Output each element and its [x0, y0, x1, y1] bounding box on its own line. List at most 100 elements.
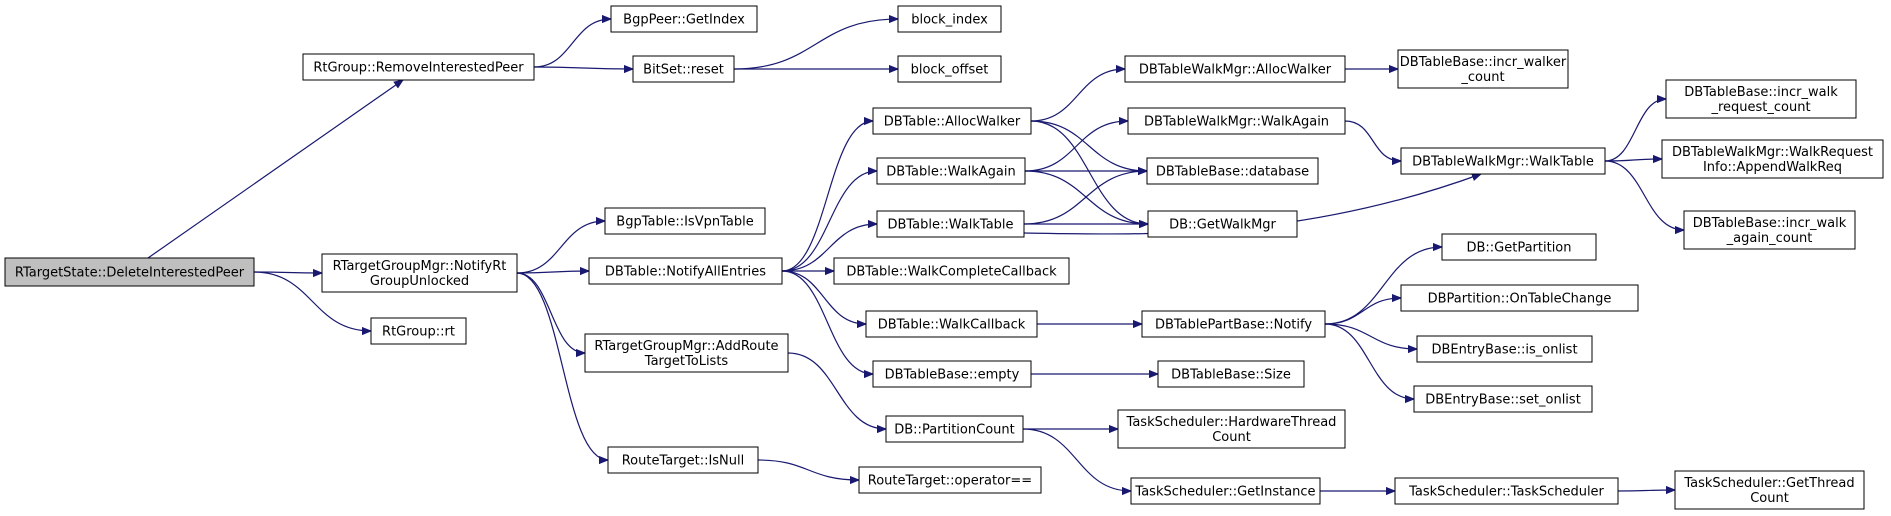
node-label: RTargetGroupMgr::AddRoute — [594, 339, 778, 354]
node-label: TaskScheduler::GetThread — [1683, 476, 1854, 491]
function-node[interactable]: DBTableBase::empty — [872, 360, 1032, 388]
node-box — [885, 415, 1024, 443]
node-label: DBTable::WalkTable — [887, 218, 1013, 233]
function-node[interactable]: block_offset — [897, 55, 1002, 83]
function-node[interactable]: DBTableBase::incr_walker_count — [1397, 49, 1569, 89]
call-edge — [533, 67, 633, 69]
node-box — [1683, 210, 1856, 250]
node-box — [1413, 385, 1593, 413]
function-node[interactable]: DBTable::AllocWalker — [872, 107, 1032, 135]
node-label: DBTableWalkMgr::WalkAgain — [1144, 115, 1329, 130]
node-label: GroupUnlocked — [370, 274, 469, 289]
node-label: DB::GetWalkMgr — [1169, 218, 1276, 233]
node-label: TaskScheduler::TaskScheduler — [1408, 485, 1604, 500]
node-box — [321, 253, 518, 293]
function-node[interactable]: block_index — [897, 5, 1002, 33]
node-box — [876, 157, 1026, 185]
function-node[interactable]: BgpTable::IsVpnTable — [604, 207, 766, 235]
call-edge — [1022, 428, 1131, 491]
node-box — [1157, 360, 1305, 388]
call-edge — [253, 271, 371, 331]
function-node[interactable]: DBTablePartBase::Notify — [1141, 310, 1326, 338]
node-label: BitSet::reset — [643, 63, 724, 78]
call-edge — [1344, 120, 1401, 161]
function-node[interactable]: DBTableWalkMgr::AllocWalker — [1124, 55, 1346, 83]
node-box — [1441, 233, 1597, 261]
node-box — [607, 446, 759, 474]
function-node[interactable]: DB::PartitionCount — [885, 415, 1024, 443]
function-node[interactable]: BitSet::reset — [632, 55, 735, 83]
node-box — [1665, 79, 1857, 119]
node-box — [4, 257, 255, 287]
node-label: RTargetState::DeleteInterestedPeer — [15, 266, 245, 281]
call-edge — [1324, 247, 1442, 325]
node-box — [370, 317, 467, 345]
call-edge — [1604, 99, 1667, 162]
function-node[interactable]: DBPartition::OnTableChange — [1400, 284, 1639, 312]
call-edge — [1604, 159, 1662, 161]
call-edge — [1324, 323, 1417, 349]
node-label: DBTable::WalkCallback — [878, 318, 1026, 333]
call-edge — [1024, 170, 1148, 224]
call-edge — [781, 270, 873, 374]
function-node[interactable]: TaskScheduler::TaskScheduler — [1394, 477, 1619, 505]
node-label: _again_count — [1726, 231, 1813, 246]
node-box — [1661, 139, 1884, 179]
node-box — [1146, 157, 1319, 185]
call-edge — [1030, 120, 1148, 224]
call-edge — [1324, 298, 1401, 325]
node-box — [302, 53, 535, 81]
function-node[interactable]: DBEntryBase::is_onlist — [1416, 335, 1593, 363]
call-edge — [781, 171, 877, 272]
function-node[interactable]: DBTableWalkMgr::WalkAgain — [1127, 107, 1346, 135]
node-box — [604, 207, 766, 235]
function-node[interactable]: DBTableWalkMgr::WalkRequestInfo::AppendW… — [1661, 139, 1884, 179]
function-node[interactable]: DB::GetPartition — [1441, 233, 1597, 261]
call-edge — [1024, 121, 1128, 172]
function-node[interactable]: DBTable::WalkAgain — [876, 157, 1026, 185]
call-edge — [516, 271, 589, 273]
node-box — [1397, 49, 1569, 89]
edges-layer — [147, 19, 1684, 491]
node-label: block_index — [911, 13, 988, 28]
node-box — [610, 5, 758, 33]
function-node[interactable]: RtGroup::rt — [370, 317, 467, 345]
function-node[interactable]: DBEntryBase::set_onlist — [1413, 385, 1593, 413]
node-box — [1141, 310, 1326, 338]
function-node[interactable]: BgpPeer::GetIndex — [610, 5, 758, 33]
function-node[interactable]: DBTableBase::database — [1146, 157, 1319, 185]
node-label: DBTablePartBase::Notify — [1155, 318, 1312, 333]
function-node[interactable]: RouteTarget::IsNull — [607, 446, 759, 474]
call-edge — [787, 352, 886, 429]
node-label: DBTable::AllocWalker — [884, 115, 1021, 130]
call-edge — [516, 272, 585, 353]
function-node[interactable]: DBTable::NotifyAllEntries — [588, 257, 783, 285]
function-node[interactable]: RtGroup::RemoveInterestedPeer — [302, 53, 535, 81]
node-box — [897, 55, 1002, 83]
function-node[interactable]: TaskScheduler::GetInstance — [1130, 477, 1321, 505]
function-node[interactable]: DBTable::WalkCompleteCallback — [833, 257, 1070, 285]
function-node[interactable]: DBTableBase::Size — [1157, 360, 1305, 388]
node-box — [1394, 477, 1619, 505]
function-node[interactable]: DBTable::WalkTable — [876, 210, 1025, 238]
call-edge — [516, 221, 605, 274]
function-node[interactable]: DBTableWalkMgr::WalkTable — [1400, 147, 1606, 175]
node-box — [584, 333, 789, 373]
function-node[interactable]: DBTableBase::incr_walk_again_count — [1683, 210, 1856, 250]
node-box — [632, 55, 735, 83]
node-label: DBPartition::OnTableChange — [1428, 292, 1612, 307]
node-label: DBTableBase::database — [1156, 165, 1309, 180]
function-node[interactable]: RTargetState::DeleteInterestedPeer — [4, 257, 255, 287]
function-node[interactable]: RouteTarget::operator== — [858, 466, 1042, 494]
function-node[interactable]: DB::GetWalkMgr — [1147, 210, 1298, 238]
node-label: DBEntryBase::is_onlist — [1431, 343, 1577, 358]
node-label: DBTableBase::incr_walk — [1693, 216, 1847, 231]
node-box — [1416, 335, 1593, 363]
function-node[interactable]: DBTableBase::incr_walk_request_count — [1665, 79, 1857, 119]
function-node[interactable]: DBTable::WalkCallback — [865, 310, 1038, 338]
